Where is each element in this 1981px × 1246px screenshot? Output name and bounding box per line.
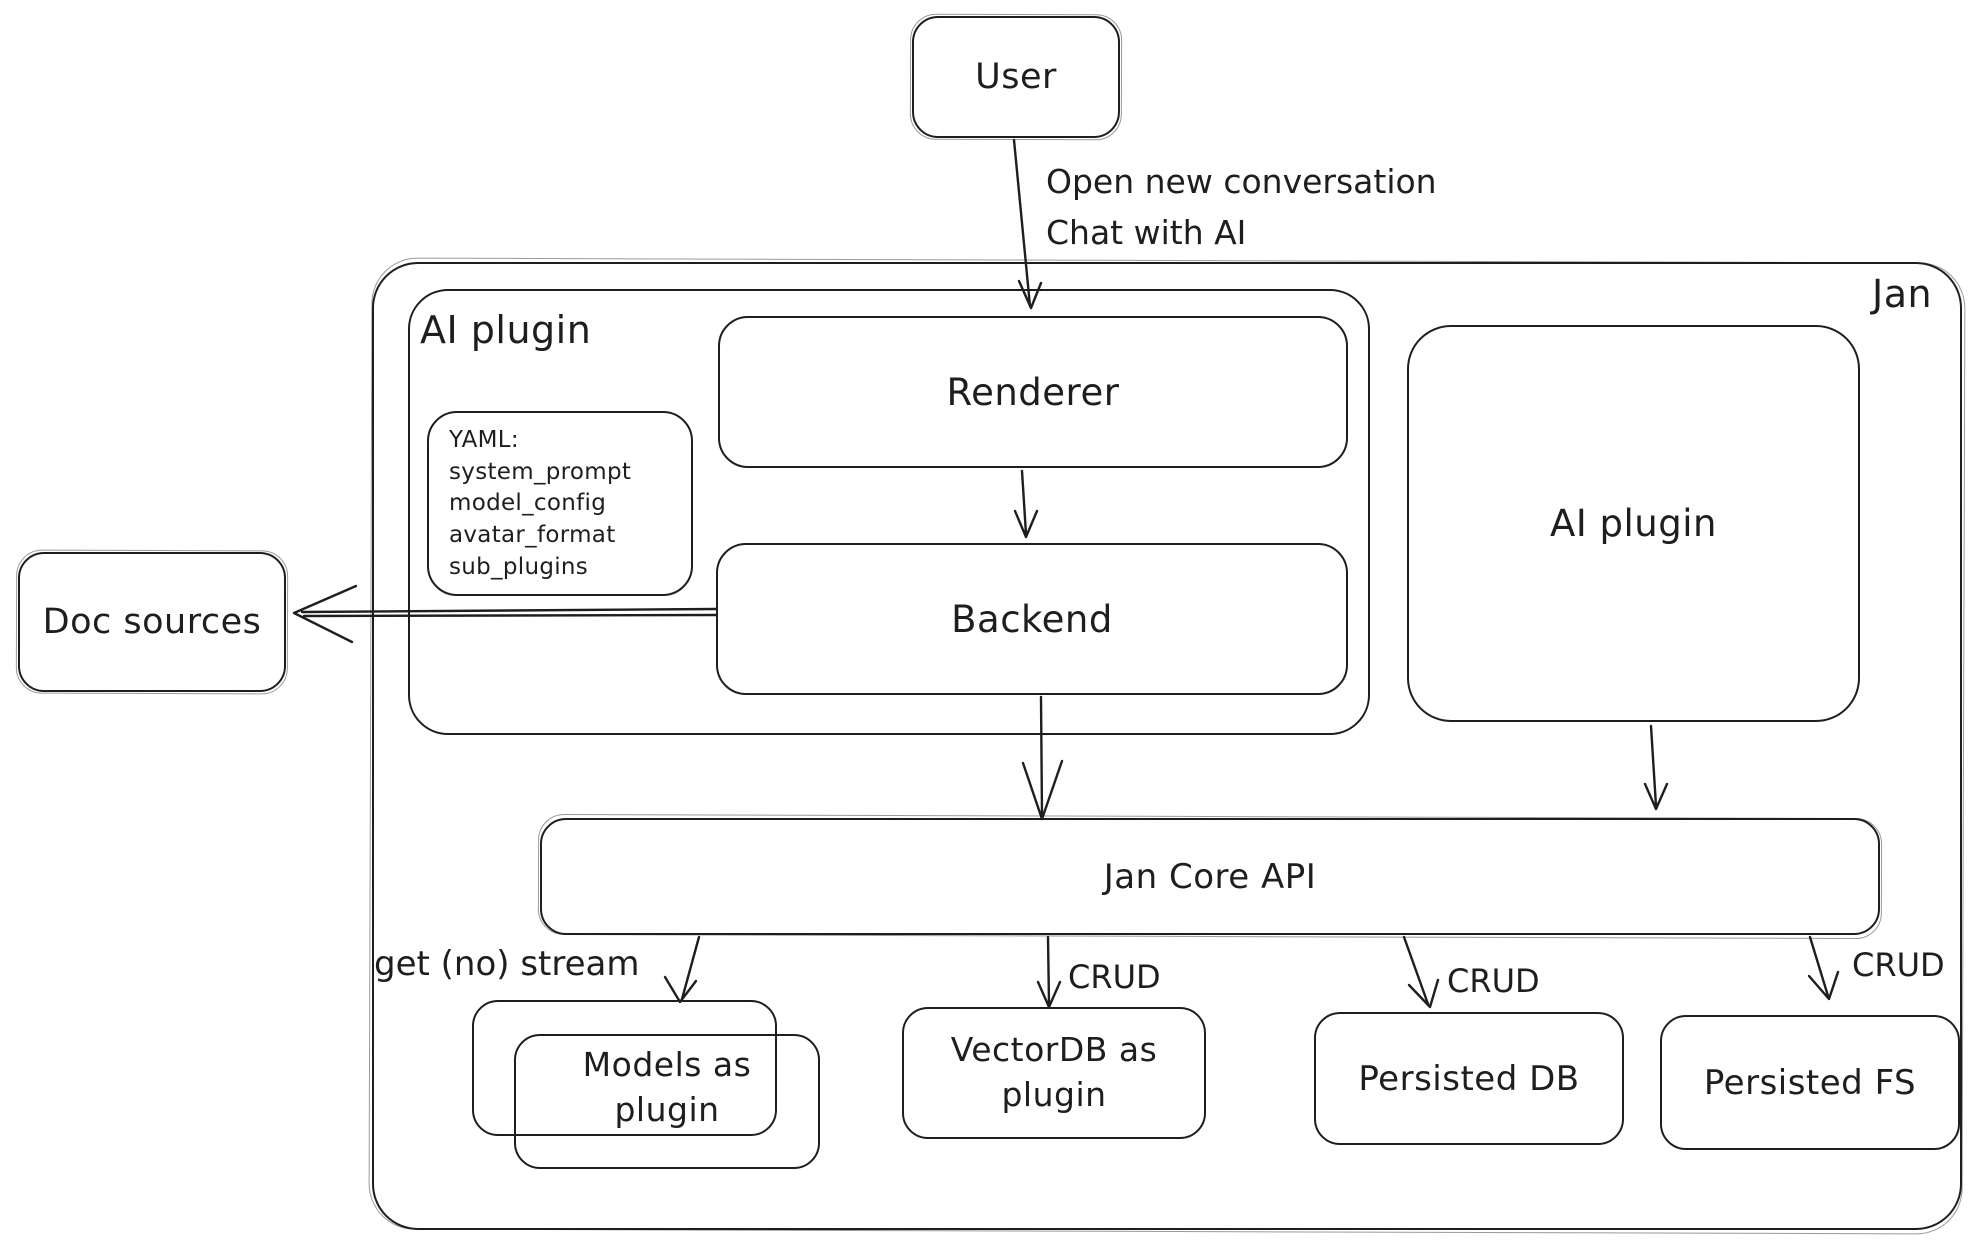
- yaml-line: sub_plugins: [449, 553, 589, 580]
- node-vectordb-plugin-label: VectorDB as plugin: [950, 1030, 1158, 1114]
- ai-plugin-group-label: AI plugin: [420, 308, 592, 352]
- node-doc-sources-label: Doc sources: [42, 602, 262, 642]
- node-models-plugin: Models as plugin: [514, 1034, 820, 1169]
- node-persisted-db-label: Persisted DB: [1358, 1058, 1580, 1099]
- node-renderer-label: Renderer: [946, 370, 1120, 414]
- node-doc-sources: Doc sources: [18, 552, 286, 692]
- edge-label-chat-with-ai: Chat with AI: [1046, 213, 1247, 253]
- edge-label-crud-persisted-fs: CRUD: [1852, 946, 1945, 984]
- node-user: User: [912, 16, 1120, 138]
- node-backend-label: Backend: [951, 597, 1113, 641]
- node-user-label: User: [975, 57, 1057, 97]
- edge-label-crud-vectordb: CRUD: [1068, 958, 1161, 996]
- yaml-line: YAML:: [449, 427, 519, 453]
- node-ai-plugin: AI plugin: [1407, 325, 1860, 722]
- yaml-line: avatar_format: [449, 522, 616, 549]
- jan-container: [372, 262, 1962, 1230]
- node-backend: Backend: [716, 543, 1348, 695]
- edge-label-user-to-renderer: Open new conversation Chat with AI: [1046, 156, 1437, 259]
- yaml-line: system_prompt: [449, 458, 632, 485]
- node-jan-core-api-label: Jan Core API: [1103, 856, 1317, 897]
- edge-label-open-new-conversation: Open new conversation: [1046, 162, 1437, 201]
- node-models-plugin-label: Models as plugin: [582, 1044, 752, 1129]
- jan-container-label: Jan: [1872, 272, 1933, 316]
- node-renderer: Renderer: [718, 316, 1348, 468]
- node-vectordb-plugin: VectorDB as plugin: [902, 1007, 1206, 1139]
- node-persisted-fs-label: Persisted FS: [1703, 1062, 1917, 1103]
- edge-label-get-no-stream: get (no) stream: [374, 944, 640, 984]
- yaml-note-text: YAML: system_prompt model_config avatar_…: [449, 425, 631, 584]
- node-persisted-db: Persisted DB: [1314, 1012, 1624, 1145]
- ai-plugin-group: [408, 289, 1370, 735]
- node-jan-core-api: Jan Core API: [540, 818, 1880, 935]
- yaml-line: model_config: [449, 490, 607, 517]
- node-ai-plugin-label: AI plugin: [1550, 502, 1717, 545]
- node-persisted-fs: Persisted FS: [1660, 1015, 1960, 1150]
- node-yaml-note: YAML: system_prompt model_config avatar_…: [427, 411, 693, 596]
- edge-label-crud-persisted-db: CRUD: [1447, 962, 1540, 1000]
- node-models-plugin-back: [472, 1000, 777, 1136]
